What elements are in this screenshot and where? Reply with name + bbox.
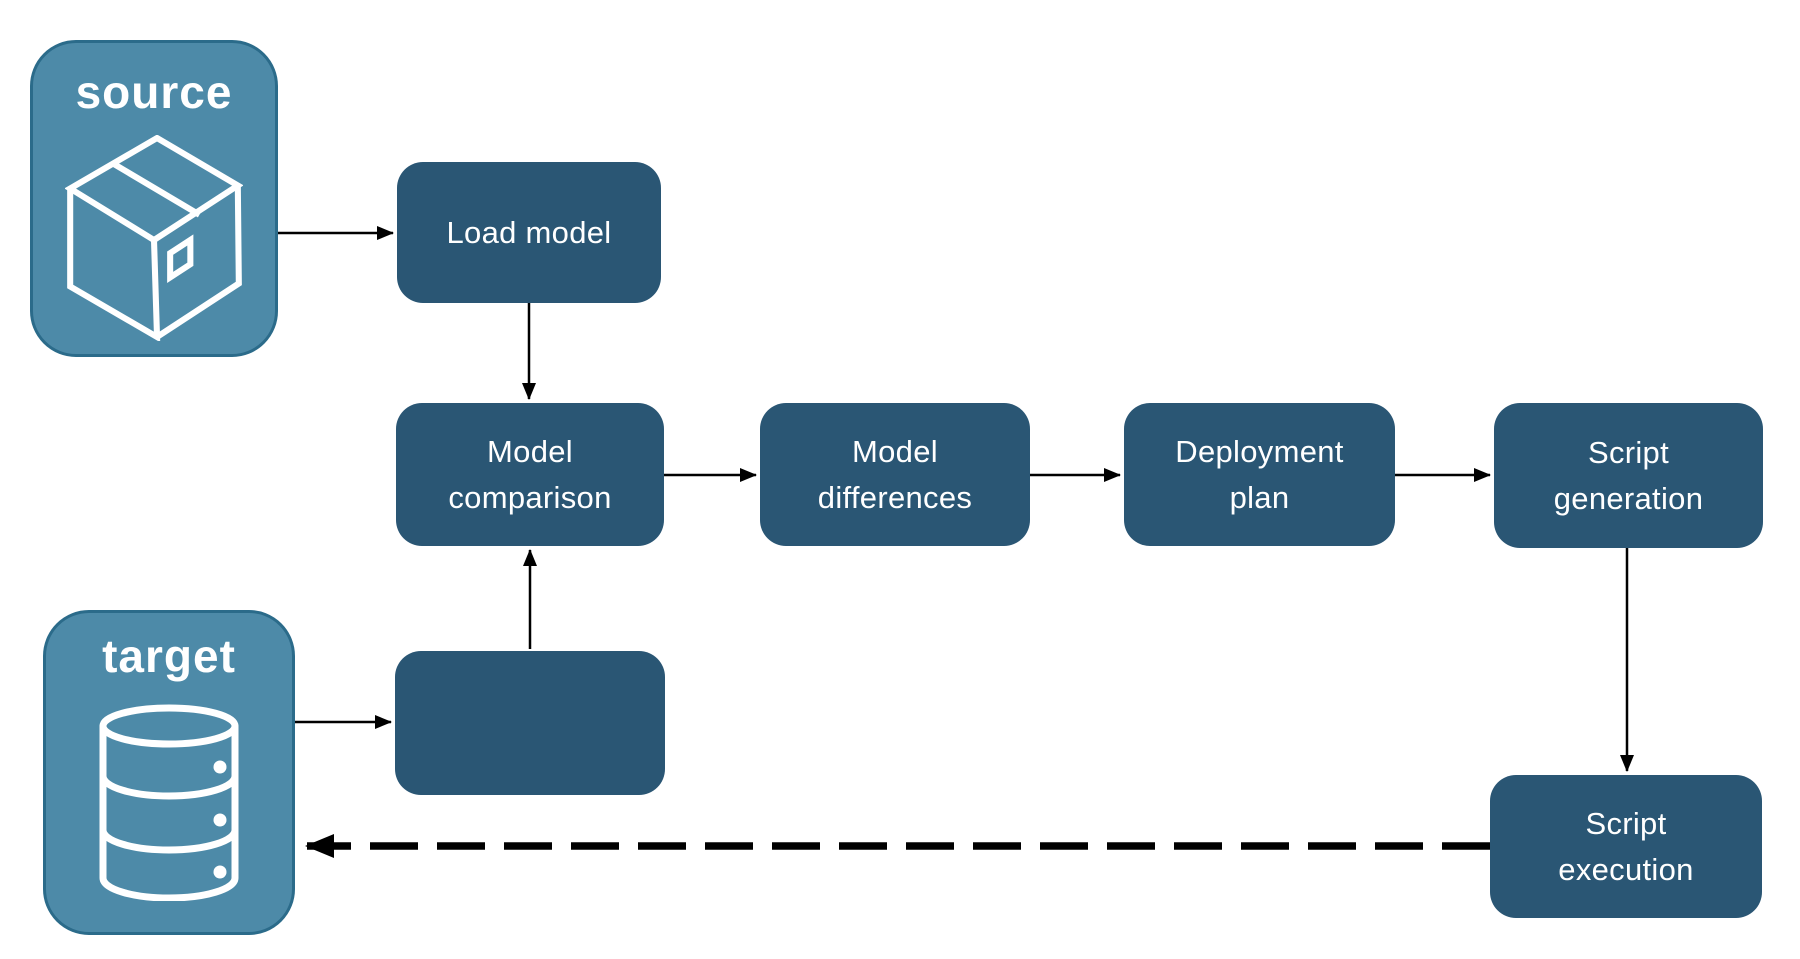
source-label: source	[75, 66, 233, 118]
model-differences-label: Model differences	[817, 433, 973, 515]
target-label: target	[102, 630, 236, 682]
node-load-model: Load model	[397, 162, 661, 303]
database-icon	[96, 703, 242, 906]
load-model-label: Load model	[446, 214, 612, 250]
node-model-comparison: Model comparison	[396, 403, 664, 546]
node-script-generation: Script generation	[1494, 403, 1763, 548]
node-script-execution: Script execution	[1490, 775, 1762, 918]
script-execution-label: Script execution	[1558, 805, 1694, 887]
node-target: target	[43, 610, 295, 935]
node-source: source	[30, 40, 278, 357]
script-generation-label: Script generation	[1553, 434, 1704, 516]
node-reverse-engineer	[395, 651, 665, 795]
package-icon	[64, 134, 244, 346]
node-model-differences: Model differences	[760, 403, 1030, 546]
node-deployment-plan: Deployment plan	[1124, 403, 1395, 546]
model-comparison-label: Model comparison	[448, 433, 612, 515]
deployment-plan-label: Deployment plan	[1175, 433, 1344, 515]
